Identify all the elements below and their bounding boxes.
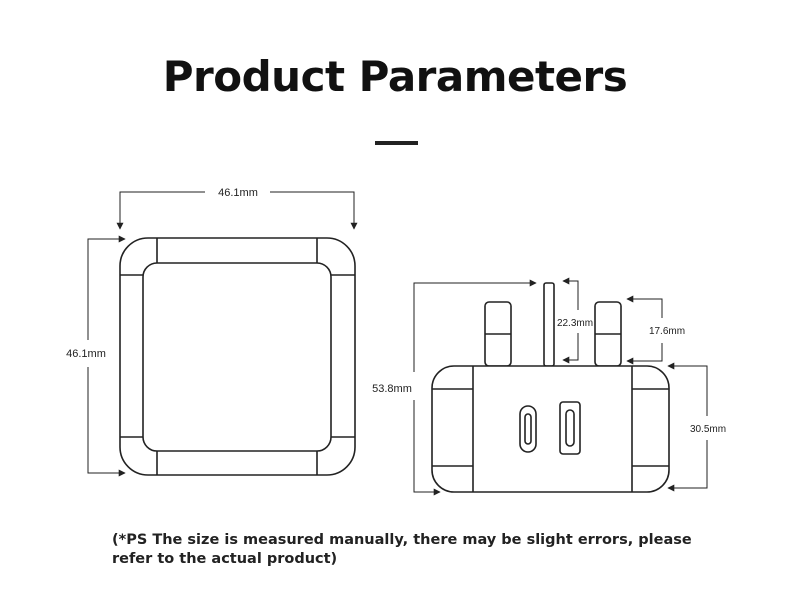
side-total-height-label: 53.8mm	[372, 383, 412, 395]
body-height-dimension	[667, 362, 708, 492]
front-height-dimension	[87, 235, 126, 477]
long-pin-label: 22.3mm	[557, 318, 593, 329]
page-title: Product Parameters	[162, 52, 628, 101]
short-pin-dimension	[626, 295, 663, 365]
usb-c-port-right	[559, 401, 581, 455]
front-width-label: 46.1mm	[218, 187, 258, 199]
title-underline	[375, 141, 418, 145]
measurement-note: (*PS The size is measured manually, ther…	[112, 532, 692, 567]
body-height-label: 30.5mm	[690, 424, 726, 435]
front-height-label: 46.1mm	[66, 348, 106, 360]
side-total-height-dimension	[413, 279, 537, 496]
front-outer-outline	[119, 237, 356, 476]
center-pin	[543, 282, 555, 367]
side-body-outline	[431, 365, 670, 493]
front-inner-face	[142, 262, 332, 452]
short-pin-label: 17.6mm	[649, 326, 685, 337]
side-view	[431, 282, 670, 493]
usb-c-port-left	[519, 405, 537, 453]
long-pin-dimension	[562, 277, 579, 364]
front-view	[119, 237, 356, 476]
front-width-dimension	[116, 191, 358, 230]
